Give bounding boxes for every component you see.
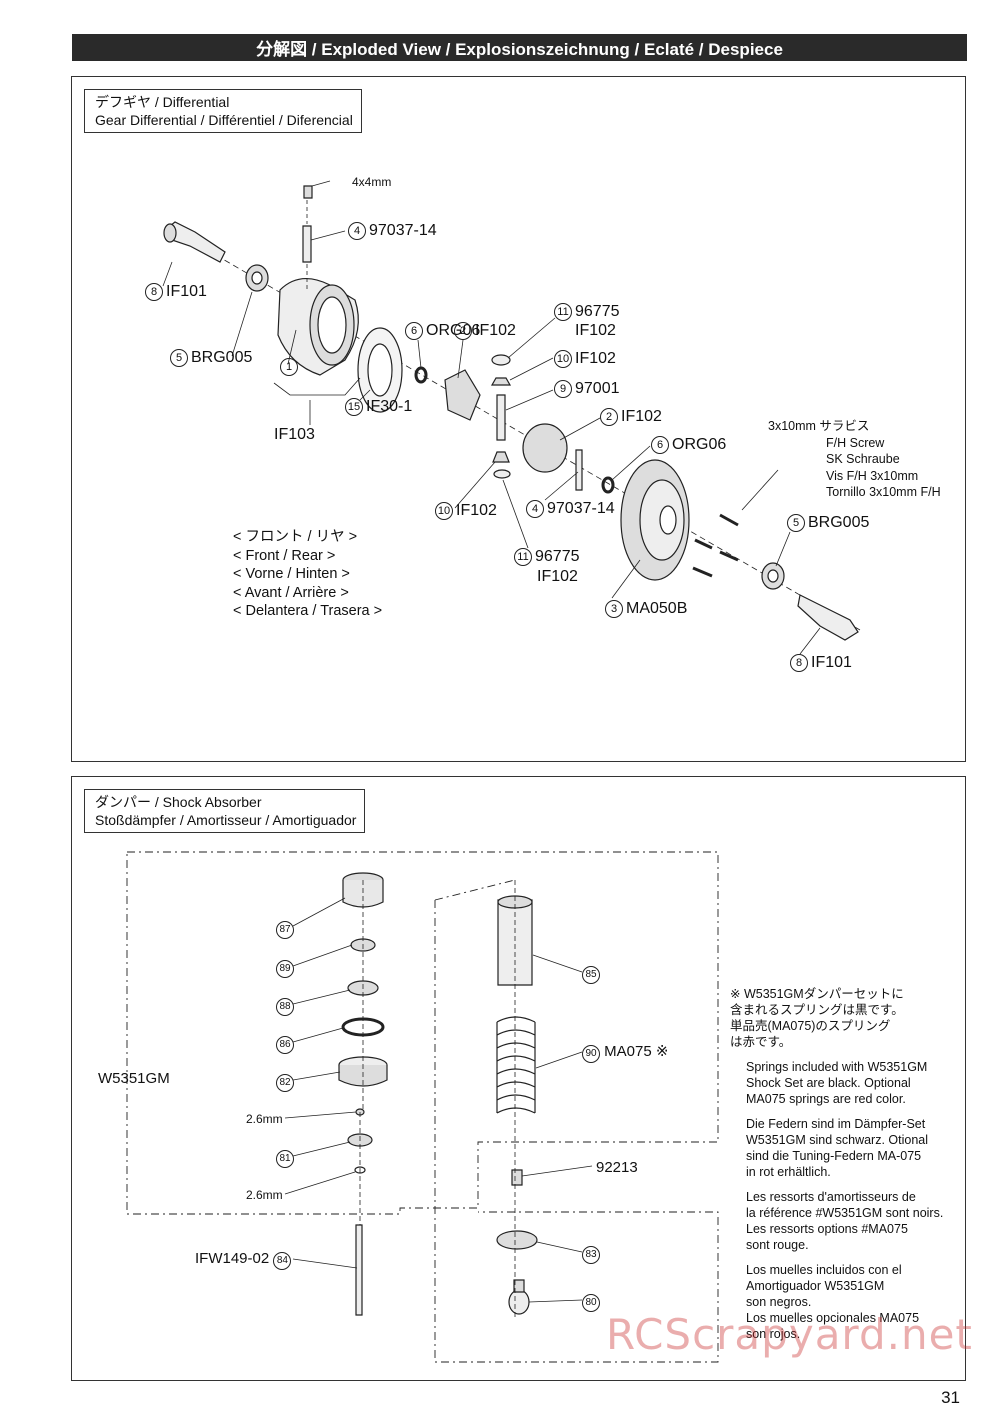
shock-shaft-label: IFW149-02 84 <box>195 1250 292 1270</box>
shock-title: ダンパー / Shock Absorber Stoßdämpfer / Amor… <box>84 789 366 833</box>
differential-panel: デフギヤ / Differential Gear Differential / … <box>71 76 966 762</box>
bevel-gear-left-drawing <box>444 369 481 421</box>
washer-bottom-sub-label: IF102 <box>537 568 578 585</box>
ring-gear-drawing <box>620 459 690 581</box>
part-81-label: 81 <box>276 1148 294 1168</box>
washer-top-sub-label: IF102 <box>575 322 616 339</box>
outdrive-cup-right-drawing <box>797 594 859 641</box>
page-header: 分解図 / Exploded View / Explosionszeichnun… <box>72 34 967 61</box>
size-label-b: 2.6mm <box>246 1188 283 1202</box>
part-82-label: 82 <box>276 1072 294 1092</box>
differential-title: デフギヤ / Differential Gear Differential / … <box>84 89 362 133</box>
spring-note-de: Die Federn sind im Dämpfer-Set W5351GM s… <box>746 1117 929 1179</box>
screw-note: 3x10mm サラビス F/H Screw SK Schraube Vis F/… <box>768 419 941 499</box>
bevel-gear-right-drawing <box>522 423 568 473</box>
screw-size-label: 4x4mm <box>352 175 392 189</box>
part-85-label: 85 <box>582 964 600 984</box>
bushing-label: 92213 <box>596 1159 638 1176</box>
diff-case-label: 1 <box>280 358 301 376</box>
diff-case-group-label: IF103 <box>274 426 315 443</box>
spring-note-jp: ※ W5351GMダンパーセットに 含まれるスプリングは黒です。 単品売(MA0… <box>730 987 904 1049</box>
spring-label: 90 MA075 ※ <box>582 1043 668 1063</box>
part-86-label: 86 <box>276 1034 294 1054</box>
spring-retainer-drawing <box>496 1230 538 1250</box>
outdrive-cup-left-drawing <box>163 221 226 263</box>
part-83-label: 83 <box>582 1244 600 1264</box>
bearing-left-drawing <box>245 264 269 292</box>
spring-note-en: Springs included with W5351GM Shock Set … <box>746 1060 928 1106</box>
page-number: 31 <box>941 1388 960 1407</box>
part-89-label: 89 <box>276 958 294 978</box>
watermark: RCScrapyard.net <box>606 1310 973 1359</box>
spring-note-fr: Les ressorts d'amortisseurs de la référe… <box>746 1190 944 1252</box>
size-label-a: 2.6mm <box>246 1112 283 1126</box>
shock-spring-drawing <box>496 1016 536 1114</box>
bearing-right-drawing <box>761 562 785 590</box>
shock-shaft-drawing <box>355 1224 363 1316</box>
part-88-label: 88 <box>276 996 294 1016</box>
rod-end-drawing <box>508 1279 530 1315</box>
position-note: < フロント / リヤ > < Front / Rear > < Vorne /… <box>233 529 383 619</box>
spring-note-es: Los muelles incluidos con el Amortiguado… <box>746 1263 920 1341</box>
shock-panel: ダンパー / Shock Absorber Stoßdämpfer / Amor… <box>71 776 966 1381</box>
diff-case-drawing <box>277 278 359 376</box>
part-87-label: 87 <box>276 919 294 939</box>
part-80-label: 80 <box>582 1292 600 1312</box>
shock-set-code: W5351GM <box>98 1070 170 1087</box>
